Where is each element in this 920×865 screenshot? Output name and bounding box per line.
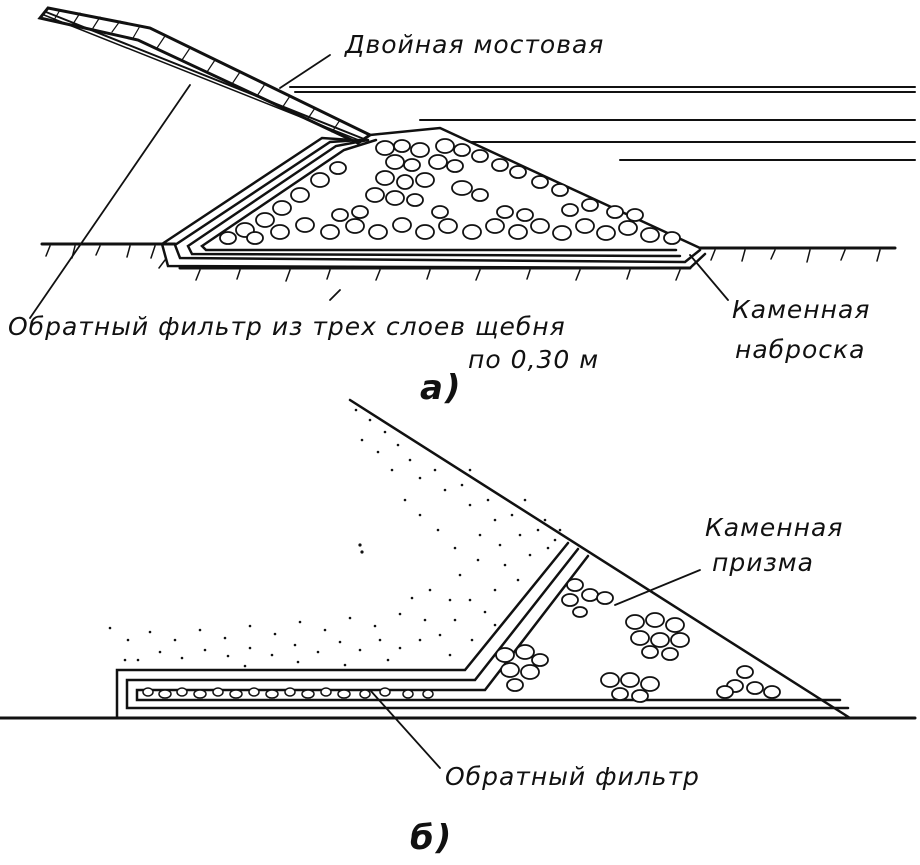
caption-b: б) bbox=[410, 818, 454, 858]
figure-b-drawing bbox=[0, 398, 917, 769]
ground-hatch-a bbox=[45, 245, 881, 282]
stone-prism-stones bbox=[495, 578, 781, 703]
label-reverse-filter-a-line1: Обратный фильтр из трех слоев щебня bbox=[8, 312, 566, 341]
label-rock-fill-line2: наброска bbox=[735, 335, 866, 364]
label-reverse-filter-b: Обратный фильтр bbox=[445, 762, 700, 791]
drain-gravel bbox=[142, 687, 434, 699]
dam-body-stipple bbox=[108, 408, 562, 668]
label-reverse-filter-a-line2: по 0,30 м bbox=[468, 345, 600, 374]
reverse-filter-layers-b bbox=[115, 541, 850, 720]
label-double-paving: Двойная мостовая bbox=[345, 30, 605, 59]
double-paving bbox=[37, 6, 374, 145]
reverse-filter-layers-a bbox=[160, 136, 707, 270]
leader-lines-a bbox=[29, 54, 729, 319]
label-stone-prism-line2: призма bbox=[712, 548, 814, 577]
leader-lines-b bbox=[369, 569, 701, 769]
caption-a: а) bbox=[420, 368, 463, 408]
label-stone-prism-line1: Каменная bbox=[705, 513, 844, 542]
downstream-slope bbox=[348, 398, 852, 720]
figure-a-drawing bbox=[29, 6, 916, 319]
rock-fill-stones bbox=[219, 138, 681, 245]
ground-a bbox=[40, 242, 897, 270]
water-surface bbox=[289, 86, 916, 161]
label-rock-fill-line1: Каменная bbox=[732, 295, 871, 324]
